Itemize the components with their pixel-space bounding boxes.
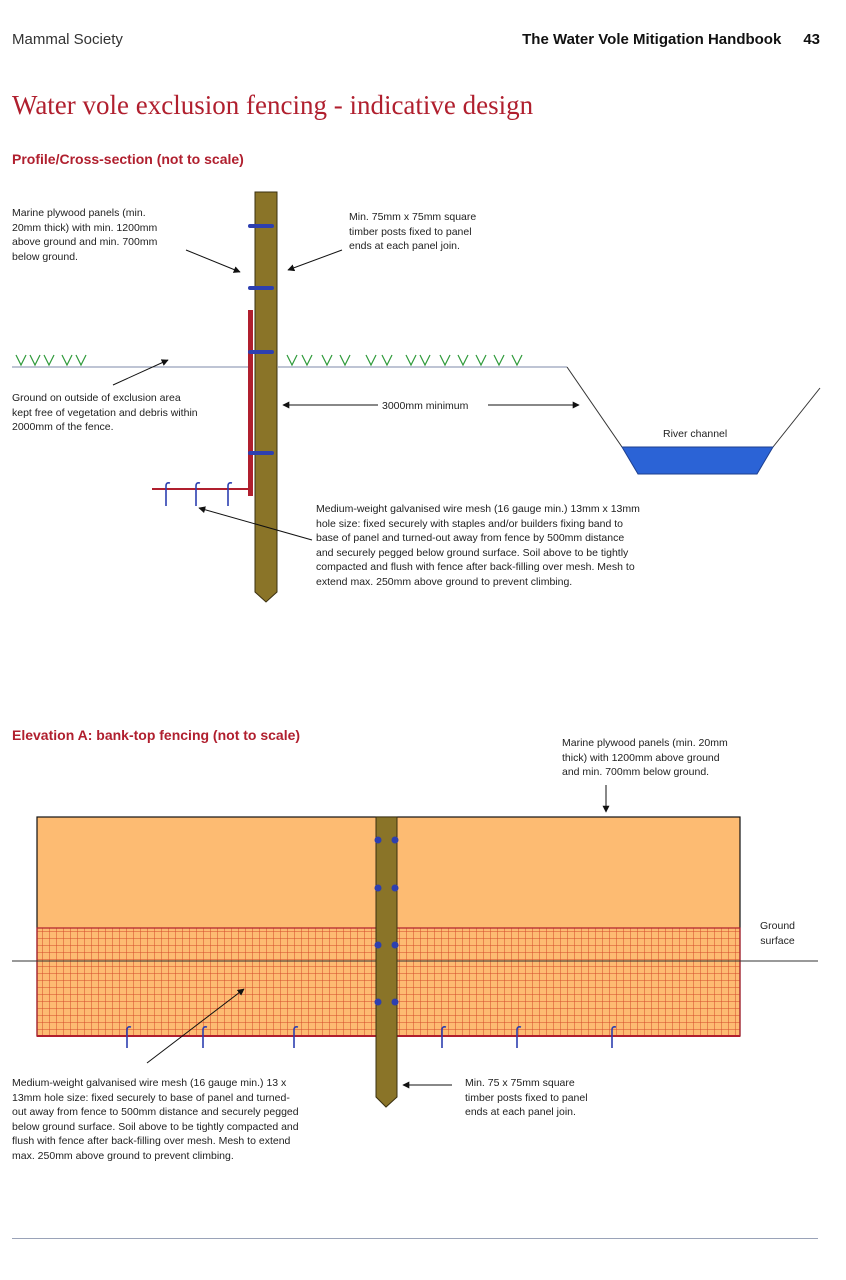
panel-bolts-elevation bbox=[374, 836, 399, 1006]
label-line: Medium-weight galvanised wire mesh (16 g… bbox=[12, 1077, 287, 1089]
page-title: Water vole exclusion fencing - indicativ… bbox=[12, 90, 534, 120]
elevation-plywood-label: Marine plywood panels (min. 20mm thick) … bbox=[562, 736, 728, 780]
label-line: below ground surface. Soil above to be t… bbox=[12, 1120, 299, 1133]
header-book-title: The Water Vole Mitigation Handbook 43 bbox=[522, 31, 820, 48]
label-line: 2000mm of the fence. bbox=[12, 421, 114, 434]
mesh-pegs-profile bbox=[165, 482, 233, 506]
label-line: compacted and flush with fence after bac… bbox=[316, 561, 635, 574]
river-channel-label: River channel bbox=[663, 428, 728, 440]
elevation-arrows bbox=[146, 785, 610, 1089]
elevation-section-title: Elevation A: bank-top fencing (not to sc… bbox=[12, 727, 301, 743]
river-bank-right bbox=[772, 387, 821, 448]
label-line: hole size: fixed securely with staples a… bbox=[316, 517, 624, 530]
ground-surface-label: Ground surface bbox=[760, 919, 795, 948]
mesh-pegs-elevation bbox=[126, 1026, 617, 1048]
label-line: above ground and min. 700mm bbox=[12, 236, 158, 249]
label-line: Medium-weight galvanised wire mesh (16 g… bbox=[316, 503, 640, 515]
profile-distance-label: 3000mm minimum bbox=[382, 400, 469, 412]
label-line: ends at each panel join. bbox=[349, 240, 460, 253]
label-line: 13mm hole size: fixed securely to base o… bbox=[12, 1091, 290, 1104]
profile-post-label: Min. 75mm x 75mm square timber posts fix… bbox=[349, 210, 476, 254]
label-line: and min. 700mm below ground. bbox=[562, 766, 710, 779]
profile-plywood-label: Marine plywood panels (min. 20mm thick) … bbox=[12, 206, 157, 264]
label-line: 20mm thick) with min. 1200mm bbox=[12, 221, 158, 234]
plywood-panel-profile bbox=[248, 310, 253, 496]
profile-drawing bbox=[12, 191, 821, 603]
label-line: Marine plywood panels (min. bbox=[12, 207, 146, 219]
elevation-mesh-label: Medium-weight galvanised wire mesh (16 g… bbox=[12, 1076, 299, 1164]
label-line: out away from fence to 500mm distance an… bbox=[12, 1106, 299, 1119]
label-line: Min. 75 x 75mm square bbox=[465, 1077, 575, 1089]
label-line: Min. 75mm x 75mm square bbox=[349, 211, 477, 223]
label-line: timber posts fixed to panel bbox=[349, 225, 472, 238]
label-line: extend max. 250mm above ground to preven… bbox=[316, 575, 573, 588]
label-line: kept free of vegetation and debris withi… bbox=[12, 406, 198, 419]
panel-bolts-profile bbox=[248, 224, 274, 455]
label-line: Ground on outside of exclusion area bbox=[12, 392, 181, 404]
footer-rule bbox=[12, 1238, 818, 1239]
label-line: Ground bbox=[760, 920, 796, 932]
label-line: surface bbox=[760, 934, 795, 947]
elevation-post-label: Min. 75 x 75mm square timber posts fixed… bbox=[465, 1076, 588, 1120]
label-line: base of panel and turned-out away from f… bbox=[316, 532, 625, 545]
book-title: The Water Vole Mitigation Handbook bbox=[522, 31, 782, 48]
river-channel-water bbox=[621, 446, 774, 475]
page-number: 43 bbox=[803, 31, 820, 48]
label-line: and securely pegged below ground surface… bbox=[316, 546, 629, 559]
label-line: timber posts fixed to panel bbox=[465, 1091, 588, 1104]
label-line: ends at each panel join. bbox=[465, 1106, 576, 1119]
profile-section-title: Profile/Cross-section (not to scale) bbox=[12, 151, 244, 167]
profile-mesh-label: Medium-weight galvanised wire mesh (16 g… bbox=[316, 502, 640, 590]
profile-ground-label: Ground on outside of exclusion area kept… bbox=[12, 391, 198, 435]
river-bank-left bbox=[566, 366, 623, 448]
label-line: max. 250mm above ground to prevent climb… bbox=[12, 1149, 234, 1162]
mesh-turnout-profile bbox=[152, 480, 251, 490]
label-line: below ground. bbox=[12, 250, 78, 263]
elevation-drawing bbox=[12, 785, 818, 1108]
profile-arrows bbox=[112, 249, 580, 541]
label-line: flush with fence after back-filling over… bbox=[12, 1135, 291, 1148]
timber-post-profile bbox=[254, 191, 278, 603]
label-line: Marine plywood panels (min. 20mm bbox=[562, 737, 728, 749]
timber-post-elevation bbox=[375, 816, 398, 1108]
label-line: thick) with 1200mm above ground bbox=[562, 751, 720, 764]
grass-tufts bbox=[15, 354, 523, 367]
header-publisher: Mammal Society bbox=[12, 31, 123, 48]
